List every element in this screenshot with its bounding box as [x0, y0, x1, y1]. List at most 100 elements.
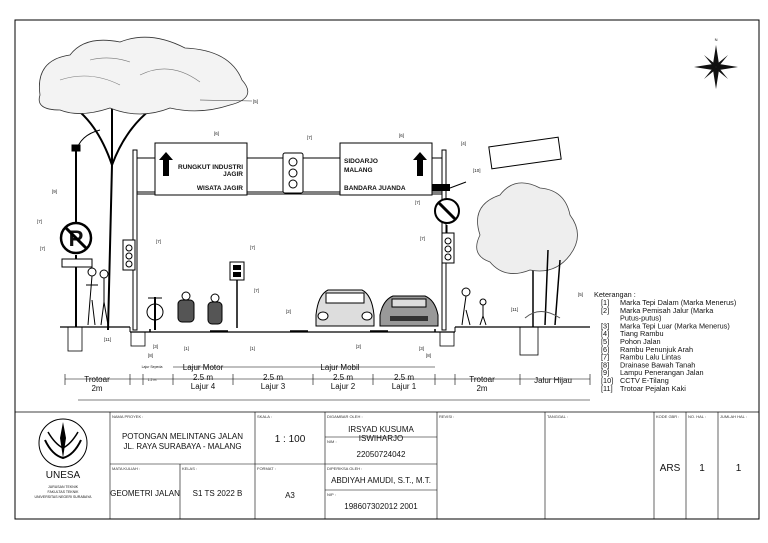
legend-item-text: Rambu Penunjuk Arah: [620, 345, 693, 354]
format-value: A3: [285, 491, 295, 500]
callout-7-motor: [7]: [250, 245, 255, 250]
legend-title: Keterangan :: [594, 290, 636, 299]
legend-item-number: [1]: [601, 298, 609, 307]
lajur-mobil-label: Lajur Mobil: [320, 363, 359, 372]
label-format: FORMAT :: [257, 466, 276, 471]
no-entry-sign-icon: [434, 198, 460, 233]
callouts: [5] [6] [6] [7] [4] [10] [7] [7] [7] [7]…: [37, 99, 583, 358]
trotoar-right-label: Trotoar: [469, 375, 495, 384]
tree-icon: [476, 136, 578, 327]
direction-sign-left: RUNGKUT INDUSTRI JAGIR WISATA JAGIR: [154, 142, 248, 196]
lajur4-label: Lajur 4: [191, 382, 216, 391]
legend-item-text: Tiang Rambu: [620, 329, 664, 338]
motorcycle-signal-icon: [229, 261, 245, 328]
bicycle-icon: [146, 297, 164, 330]
legend-item-text: Trotoar Pejalan Kaki: [620, 384, 686, 393]
title-block-grid: [109, 412, 719, 519]
right-sign-line3: BANDARA JUANDA: [344, 185, 406, 192]
label-nama-proyek: NAMA PROYEK :: [112, 414, 144, 419]
cctv-icon: [432, 181, 467, 191]
callout-3-left: [3]: [153, 344, 158, 349]
dimension-labels: Lajur Motor Lajur Mobil Trotoar 2m Troto…: [84, 363, 572, 393]
callout-7-tl-right: [7]: [420, 236, 425, 241]
jalur-hijau-label: Jalur Hijau: [534, 376, 572, 385]
legend-item-text: Lampu Penerangan Jalan: [620, 368, 704, 377]
project-line1: POTONGAN MELINTANG JALAN: [121, 432, 244, 441]
callout-7-top: [7]: [307, 135, 312, 140]
callout-11-right: [11]: [511, 307, 518, 312]
road-profile: [60, 326, 590, 356]
legend-item-number: [11]: [601, 384, 613, 393]
callout-5-tree: [5]: [253, 99, 258, 104]
callout-10: [10]: [473, 168, 481, 173]
right-sign-line1: SIDOARJO: [344, 158, 378, 165]
callout-6-left: [6]: [214, 131, 219, 136]
right-sign-line2: MALANG: [344, 167, 373, 174]
direction-sign-right: SIDOARJO MALANG BANDARA JUANDA: [339, 142, 433, 196]
project-line2: JL. RAYA SURABAYA - MALANG: [123, 442, 242, 451]
callout-3-right: [3]: [419, 346, 424, 351]
traffic-light-icon: [122, 239, 136, 271]
left-sign-line3: WISATA JAGIR: [197, 185, 243, 192]
lajur-motor-label: Lajur Motor: [183, 363, 224, 372]
legend-item-number: [10]: [601, 376, 613, 385]
callout-7-tl-left: [7]: [156, 239, 161, 244]
legend-item-text: Marka Pemisah Jalur (Marka: [620, 306, 714, 315]
tree-icon: [38, 36, 249, 331]
lajur1-width: 2.5 m: [394, 373, 414, 382]
callout-6-right: [6]: [399, 133, 404, 138]
bike-lane-note: Lajur Sepeda: [142, 365, 163, 369]
label-kode-gbr: KODE GBR :: [656, 414, 680, 419]
callout-7-pole: [7]: [254, 288, 259, 293]
legend-item-text: Pohon Jalan: [620, 337, 661, 346]
legend-item-text: Putus-putus): [620, 314, 661, 323]
legend-item-number: [2]: [601, 306, 609, 315]
motorcycle-icon: [177, 291, 223, 325]
label-skala: SKALA :: [257, 414, 272, 419]
label-mata-kuliah: MATA KULIAH :: [112, 466, 141, 471]
logo-sub2: FAKULTAS TEKNIK: [48, 490, 80, 494]
callout-4: [4]: [461, 141, 466, 146]
legend-item-text: CCTV E-Tilang: [620, 376, 669, 385]
left-sign-line2: JAGIR: [223, 171, 243, 178]
traffic-light-icon: [441, 232, 455, 264]
label-jumlah-hal: JUMLAH HAL :: [720, 414, 747, 419]
page-no-value: 1: [699, 463, 705, 474]
lajur3-width: 2.5 m: [263, 373, 283, 382]
legend-item-number: [5]: [601, 337, 609, 346]
legend-item-text: Marka Tepi Dalam (Marka Menerus): [620, 298, 736, 307]
label-revisi: REVISI :: [439, 414, 455, 419]
legend-item-number: [6]: [601, 345, 609, 354]
legend-item-text: Rambu Lalu Lintas: [620, 353, 681, 362]
logo-sub3: UNIVERSITAS NEGERI SURABAYA: [35, 495, 93, 499]
scale-value: 1 : 100: [274, 434, 306, 445]
callout-2-right: [2]: [356, 344, 361, 349]
no-parking-sign-icon: P: [59, 221, 93, 327]
callout-2-left: [2]: [286, 309, 291, 314]
page-total-value: 1: [735, 463, 742, 474]
callout-1-mid: [1]: [250, 346, 255, 351]
callout-1-left: [1]: [184, 346, 189, 351]
label-diperiksa-oleh: DIPERIKSA OLEH :: [327, 466, 363, 471]
legend-item-number: [4]: [601, 329, 609, 338]
unesa-logo: UNESA JURUSAN TEKNIK FAKULTAS TEKNIK UNI…: [35, 418, 93, 499]
lajur2-width: 2.5 m: [333, 373, 353, 382]
nim-value: 22050724042: [356, 450, 406, 459]
logo-text: UNESA: [46, 470, 81, 481]
legend-item-number: [9]: [601, 368, 609, 377]
lajur4-width: 2.5 m: [193, 373, 213, 382]
label-no-hal: NO. HAL :: [688, 414, 707, 419]
drawn-by-value: IRSYAD KUSUMA ISWIHARJO: [348, 425, 414, 443]
legend-item-number: [3]: [601, 321, 609, 330]
callout-7-noparking: [7]: [37, 219, 42, 224]
pedestrian-icon: [86, 267, 487, 326]
legend: Keterangan : [1] Marka Tepi Dalam (Marka …: [594, 290, 736, 393]
svg-text:N: N: [715, 37, 718, 42]
label-nim: NIM :: [327, 439, 337, 444]
dimension-lines: [64, 366, 591, 401]
callout-9: [9]: [52, 189, 57, 194]
label-kelas: KELAS :: [182, 466, 198, 471]
callout-11-left: [11]: [104, 337, 111, 342]
legend-item-text: Drainase Bawah Tanah: [620, 360, 695, 369]
